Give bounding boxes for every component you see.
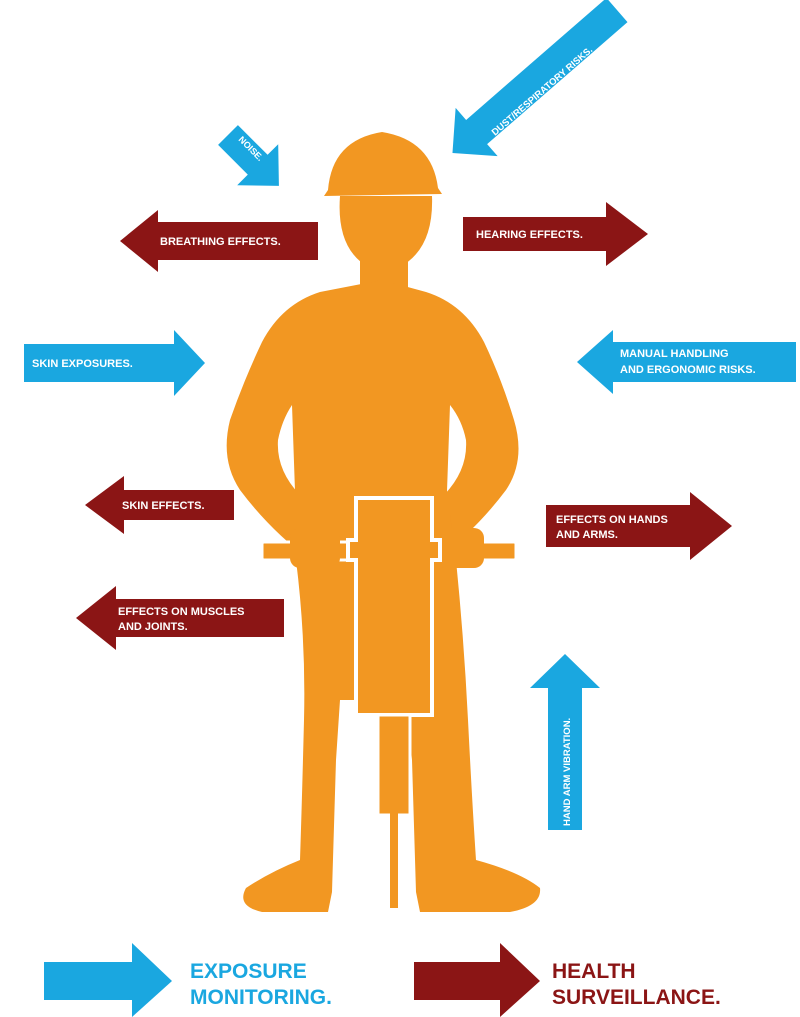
hard-hat <box>324 132 442 196</box>
effects-hands-arms-arrow: EFFECTS ON HANDS AND ARMS. <box>546 492 732 560</box>
skin-exposures-arrow: SKIN EXPOSURES. <box>24 330 205 396</box>
legend-health-label-1: HEALTH <box>552 960 636 983</box>
effects-muscles-joints-label-1: EFFECTS ON MUSCLES <box>118 606 245 618</box>
legend-health-arrow <box>414 943 540 1017</box>
jackhammer-shaft <box>378 715 410 815</box>
breathing-effects-arrow: BREATHING EFFECTS. <box>120 210 318 272</box>
effects-hands-arms-label-1: EFFECTS ON HANDS <box>556 514 668 526</box>
worker-head <box>340 196 433 268</box>
legend-exposure-arrow <box>44 943 172 1017</box>
manual-handling-arrow: MANUAL HANDLING AND ERGONOMIC RISKS. <box>577 330 796 394</box>
effects-hands-arms-label-2: AND ARMS. <box>556 529 618 541</box>
legend-exposure-label-1: EXPOSURE <box>190 960 307 983</box>
jackhammer-body <box>348 498 440 715</box>
hearing-effects-arrow: HEARING EFFECTS. <box>463 202 648 266</box>
hand-arm-vibration-arrow: HAND ARM VIBRATION. <box>530 654 600 830</box>
breathing-effects-label: BREATHING EFFECTS. <box>160 236 281 248</box>
hand-arm-vibration-label: HAND ARM VIBRATION. <box>562 718 573 826</box>
legend-health: HEALTH SURVEILLANCE. <box>414 943 721 1017</box>
manual-handling-label-1: MANUAL HANDLING <box>620 348 729 360</box>
effects-muscles-joints-label-2: AND JOINTS. <box>118 621 188 633</box>
left-hand <box>290 528 340 568</box>
legend-exposure-label-2: MONITORING. <box>190 986 332 1009</box>
noise-arrow: NOISE. <box>207 114 299 206</box>
legend-health-label-2: SURVEILLANCE. <box>552 986 721 1009</box>
skin-effects-arrow: SKIN EFFECTS. <box>85 476 234 534</box>
skin-exposures-label: SKIN EXPOSURES. <box>32 358 133 370</box>
dust-arrow: DUST/RESPIRATORY RISKS. <box>431 0 638 177</box>
legend-exposure: EXPOSURE MONITORING. <box>44 943 332 1017</box>
hearing-effects-label: HEARING EFFECTS. <box>476 229 583 241</box>
manual-handling-label-2: AND ERGONOMIC RISKS. <box>620 364 756 376</box>
effects-muscles-joints-arrow: EFFECTS ON MUSCLES AND JOINTS. <box>76 586 284 650</box>
skin-effects-label: SKIN EFFECTS. <box>122 500 205 512</box>
